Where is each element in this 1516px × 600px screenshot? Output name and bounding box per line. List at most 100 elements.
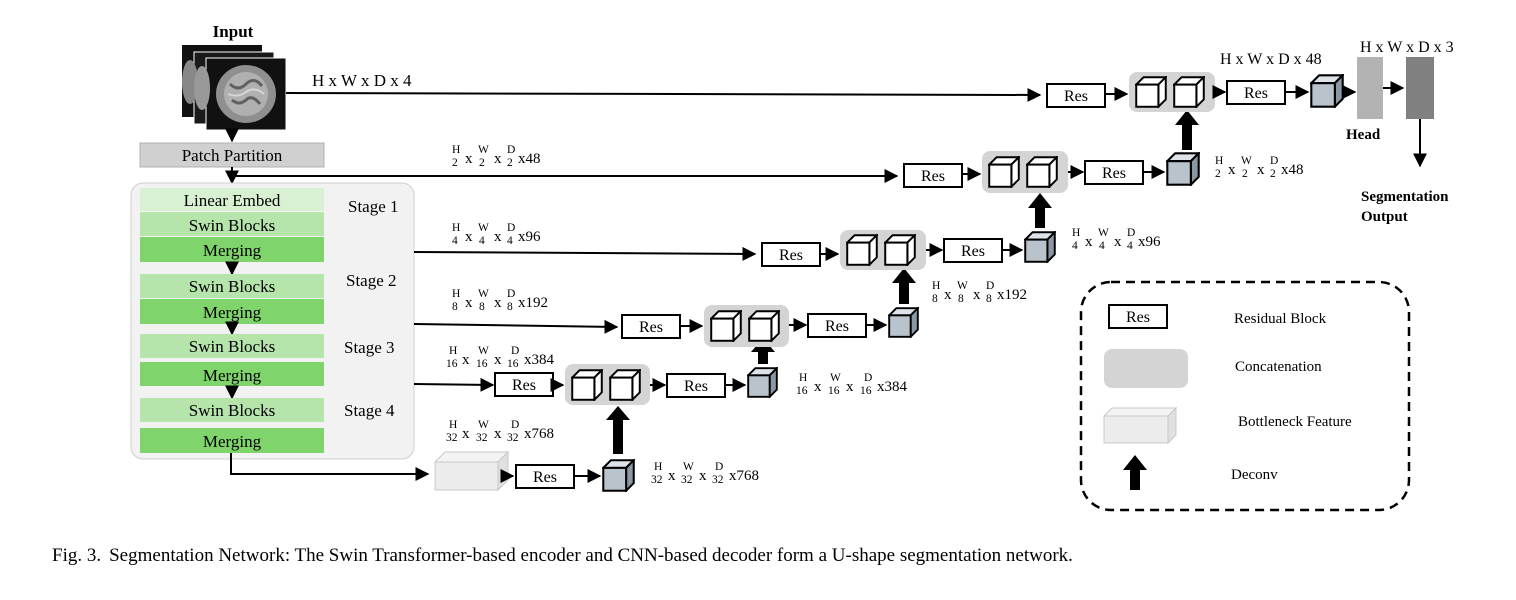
dim-r16-den1: 16 xyxy=(796,385,808,397)
legend-res-label: Res xyxy=(1126,309,1150,326)
res-label-full-skip: Res xyxy=(1064,88,1088,105)
dim-quarter-den1: 4 xyxy=(452,235,458,247)
skip-line-full xyxy=(285,87,1042,102)
stage-2: Swin Blocks Merging Stage 2 xyxy=(140,271,397,324)
dim-r4-x1: x xyxy=(1085,234,1093,250)
stage1-merging-box xyxy=(140,237,324,262)
dim-sixteenth-ch: x384 xyxy=(524,352,555,368)
dim-eighth-x1: x xyxy=(465,295,473,311)
dim-r4-den3: 4 xyxy=(1127,240,1133,252)
legend-res-box xyxy=(1108,304,1168,329)
dim-r8-ch: x192 xyxy=(997,287,1027,303)
decoder-cube-2 xyxy=(1166,152,1200,186)
dim-label-quarter-left: H 4 x W 4 x D 4 x96 xyxy=(452,222,541,247)
legend-residual-block: Residual Block xyxy=(1234,311,1327,327)
dim-sixteenth-den3: 16 xyxy=(507,358,519,370)
dim-r2-h: H xyxy=(1215,155,1223,167)
dim-eighth-den3: 8 xyxy=(507,301,513,313)
dim-eighth-d: D xyxy=(507,288,515,300)
legend-bottleneck: Bottleneck Feature xyxy=(1238,414,1352,430)
dim-half-ch: x48 xyxy=(518,151,541,167)
stage1-swin-blocks: Swin Blocks xyxy=(189,216,275,235)
dim-half-d: D xyxy=(507,144,515,156)
dim-eighth-x2: x xyxy=(494,295,502,311)
dim-r4-ch: x96 xyxy=(1138,234,1161,250)
dim-r4-w: W xyxy=(1098,227,1109,239)
head-block-1 xyxy=(1357,57,1383,119)
deconv-arrow-2-1 xyxy=(1175,110,1199,150)
stage-4: Swin Blocks Merging Stage 4 xyxy=(140,398,395,453)
dim-label-thirtysecond-left: H 32 x W 32 x D 32 x768 xyxy=(446,419,554,444)
dim-sixteenth-x1: x xyxy=(462,352,470,368)
concat8-cube2 xyxy=(748,310,780,342)
skip-line-eighth xyxy=(413,319,619,334)
dim-half-h: H xyxy=(452,144,460,156)
concatfull-cube2 xyxy=(1173,76,1205,108)
res-label-2-skip: Res xyxy=(921,168,945,185)
dim-r16-d: D xyxy=(864,372,872,384)
dim-r2-x1: x xyxy=(1228,162,1236,178)
input-title: Input xyxy=(213,22,254,41)
stage2-merging: Merging xyxy=(203,303,262,322)
dim-32-den1: 32 xyxy=(446,432,458,444)
dim-r32-ch: x768 xyxy=(729,468,759,484)
dim-half-den2: 2 xyxy=(479,157,485,169)
output-dims: H x W x D x 3 xyxy=(1360,39,1454,56)
dim-eighth-ch: x192 xyxy=(518,295,548,311)
dim-r2-den2: 2 xyxy=(1242,168,1248,180)
dim-32-h: H xyxy=(449,419,457,431)
stage4-merging-box xyxy=(140,428,324,453)
dim-quarter-w: W xyxy=(478,222,489,234)
dim-eighth-den1: 8 xyxy=(452,301,458,313)
dim-r4-den2: 4 xyxy=(1099,240,1105,252)
stage3-swin-box xyxy=(140,334,324,358)
dim-label-sixteenth-right: H 16 x W 16 x D 16 x384 xyxy=(796,372,908,397)
stage4-label: Stage 4 xyxy=(344,401,395,420)
skip-line-quarter xyxy=(413,246,757,261)
stage3-merging: Merging xyxy=(203,366,262,385)
dim-r16-den3: 16 xyxy=(860,385,872,397)
skip-line-bottleneck xyxy=(230,453,430,481)
output-label: Output xyxy=(1361,209,1408,225)
dim-half-x2: x xyxy=(494,151,502,167)
dim-r2-den3: 2 xyxy=(1270,168,1276,180)
dim-quarter-den2: 4 xyxy=(479,235,485,247)
dim-r8-den2: 8 xyxy=(958,293,964,305)
dim-quarter-h: H xyxy=(452,222,460,234)
dim-label-sixteenth-left: H 16 x W 16 x D 16 x384 xyxy=(446,345,555,370)
dim-r4-den1: 4 xyxy=(1072,240,1078,252)
dim-r8-d: D xyxy=(986,280,994,292)
dim-r8-den1: 8 xyxy=(932,293,938,305)
dim-r32-den1: 32 xyxy=(651,474,663,486)
dim-half-den1: 2 xyxy=(452,157,458,169)
dim-r16-h: H xyxy=(799,372,807,384)
dim-r32-den2: 32 xyxy=(681,474,693,486)
res-label-2-dec: Res xyxy=(1102,165,1126,182)
dim-r16-ch: x384 xyxy=(877,379,908,395)
figure-caption: Fig. 3.Segmentation Network: The Swin Tr… xyxy=(52,545,1081,567)
dim-32-d: D xyxy=(511,419,519,431)
dim-label-half-left: H 2 x W 2 x D 2 x48 xyxy=(452,144,541,169)
concatfull-cube1 xyxy=(1135,76,1167,108)
skip-line-sixteenth xyxy=(413,377,495,392)
dim-r8-w: W xyxy=(957,280,968,292)
dim-label-thirtysecond-right: H 32 x W 32 x D 32 x768 xyxy=(651,461,759,486)
res-label-16-dec: Res xyxy=(684,378,708,395)
head-label: Head xyxy=(1346,127,1381,143)
dim-sixteenth-x2: x xyxy=(494,352,502,368)
dim-quarter-d: D xyxy=(507,222,515,234)
stage4-swin-blocks: Swin Blocks xyxy=(189,401,275,420)
deconv-arrow-32-16 xyxy=(606,406,630,454)
dim-32-x2: x xyxy=(494,426,502,442)
stage1-linear-embed: Linear Embed xyxy=(184,191,281,210)
input-mri-stack xyxy=(182,45,287,131)
stage3-label: Stage 3 xyxy=(344,338,395,357)
dim-r8-x2: x xyxy=(973,287,981,303)
legend-deconv-icon xyxy=(1123,455,1147,490)
caption-text: Segmentation Network: The Swin Transform… xyxy=(109,545,1073,566)
dim-r32-x1: x xyxy=(668,468,676,484)
res-label-16-skip: Res xyxy=(512,377,536,394)
concat2-cube2 xyxy=(1026,156,1058,188)
dim-32-den2: 32 xyxy=(476,432,488,444)
segmentation-label: Segmentation xyxy=(1361,189,1449,205)
